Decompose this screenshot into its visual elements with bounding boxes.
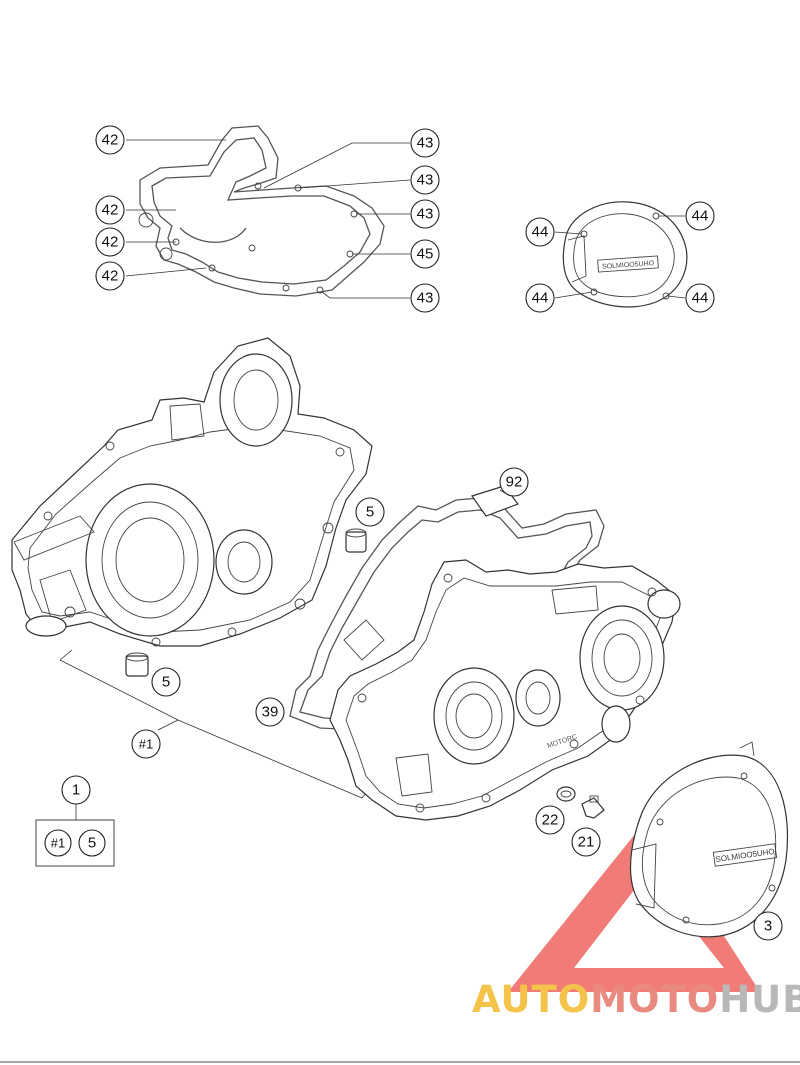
callout-39-label: 39 [262, 704, 279, 721]
callout-42-b-label: 42 [102, 202, 119, 219]
callout-44-a: 44 [525, 217, 555, 247]
callout-kit: #1 [131, 729, 161, 759]
callout-44-c-label: 44 [532, 290, 549, 307]
callout-43-b-label: 43 [417, 172, 434, 189]
callout-5-b-label: 5 [162, 674, 170, 691]
callout-21-label: 21 [578, 834, 595, 851]
callout-44-b-label: 44 [692, 208, 709, 225]
watermark-logo: AUTOMOTOHUB [472, 978, 800, 1021]
callout-42-c-label: 42 [102, 234, 119, 251]
callout-5-a-label: 5 [366, 504, 374, 521]
callout-42-a-label: 42 [102, 132, 119, 149]
callout-44-a-label: 44 [532, 224, 549, 241]
callout-1-label: 1 [72, 782, 80, 799]
gasket-leaders [125, 139, 411, 299]
callout-43-d: 43 [410, 283, 440, 313]
ignition-cover-small: SOLMIOO5UHO [562, 201, 688, 308]
callout-42-c: 42 [95, 227, 125, 257]
callout-43-d-label: 43 [417, 290, 434, 307]
crankcase-right-half: MOTORC [329, 559, 681, 821]
kit-box-item-5-label: 5 [88, 835, 96, 852]
callout-45-label: 45 [417, 246, 434, 263]
callout-3: 3 [753, 911, 783, 941]
callout-43-a: 43 [410, 128, 440, 158]
callout-3-label: 3 [764, 918, 772, 935]
kit-box-item-5: 5 [78, 829, 106, 857]
callout-44-b: 44 [685, 201, 715, 231]
crankcase-left-half [11, 337, 373, 647]
watermark-triangle [508, 818, 760, 992]
watermark-part-moto: MOTO [590, 978, 719, 1021]
callout-45: 45 [410, 239, 440, 269]
drain-plug-21 [581, 795, 605, 819]
bushing-left [125, 652, 149, 677]
cover-brand-small: SOLMIOO5UHO [602, 260, 655, 271]
bushing-right [345, 528, 367, 553]
callout-42-a: 42 [95, 125, 125, 155]
callout-42-d: 42 [95, 261, 125, 291]
ignition-cover-large: SOLMIOO5UHO [629, 741, 789, 938]
callout-43-b: 43 [410, 165, 440, 195]
callout-5-a: 5 [355, 497, 385, 527]
callout-44-d-label: 44 [692, 290, 709, 307]
crankcase-gasket [138, 125, 385, 297]
callout-44-d: 44 [685, 283, 715, 313]
callout-92: 92 [499, 467, 529, 497]
kit-bracket [59, 649, 373, 799]
watermark-part-hub: HUB [719, 978, 800, 1021]
seal-ring-22 [556, 786, 576, 802]
kit-box-item-kit-label: #1 [51, 836, 65, 851]
callout-42-b: 42 [95, 195, 125, 225]
callout-92-label: 92 [506, 474, 523, 491]
callout-43-a-label: 43 [417, 135, 434, 152]
watermark-logo-text: AUTOMOTOHUB [472, 978, 800, 1021]
kit-box-item-kit: #1 [44, 829, 72, 857]
callout-44-c: 44 [525, 283, 555, 313]
callout-22-label: 22 [542, 812, 559, 829]
callout-21: 21 [571, 827, 601, 857]
callout-kit-label: #1 [139, 737, 153, 752]
callout-39: 39 [255, 697, 285, 727]
cover-leaders [554, 215, 686, 299]
callout-22: 22 [535, 805, 565, 835]
callout-43-c-label: 43 [417, 206, 434, 223]
callout-43-c: 43 [410, 199, 440, 229]
callout-1: 1 [61, 775, 91, 805]
callout-42-d-label: 42 [102, 268, 119, 285]
watermark-part-auto: AUTO [472, 978, 590, 1021]
callout-5-b: 5 [151, 667, 181, 697]
